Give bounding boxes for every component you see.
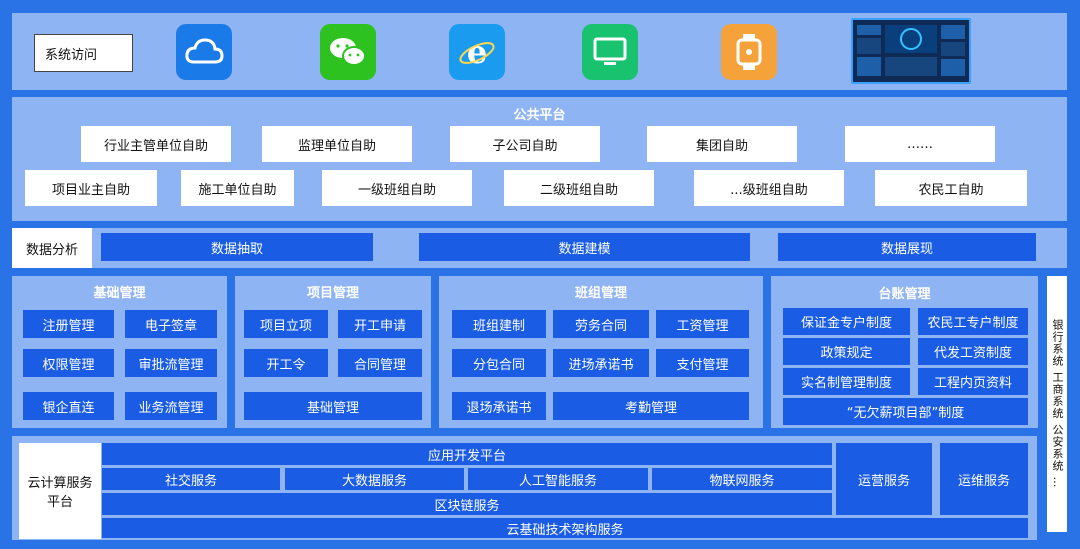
- self-service-item[interactable]: 行业主管单位自助: [81, 126, 231, 162]
- cloud-icon[interactable]: [176, 24, 232, 80]
- module-item[interactable]: 进场承诺书: [553, 349, 649, 377]
- module-item[interactable]: 开工申请: [338, 310, 422, 338]
- maintenance-service[interactable]: 运维服务: [940, 443, 1028, 515]
- cloud-service-item[interactable]: 物联网服务: [652, 468, 832, 490]
- cloud-platform-label: 云计算服务平台: [19, 443, 101, 539]
- module-item[interactable]: 基础管理: [244, 392, 422, 420]
- monitor-icon[interactable]: [582, 24, 638, 80]
- wechat-icon[interactable]: [320, 24, 376, 80]
- module-item[interactable]: 工资管理: [656, 310, 749, 338]
- public-platform-title: 公共平台: [513, 108, 566, 123]
- self-service-item[interactable]: 项目业主自助: [25, 170, 157, 206]
- module-item[interactable]: 权限管理: [23, 349, 114, 377]
- module-item[interactable]: 注册管理: [23, 310, 114, 338]
- self-service-item[interactable]: 施工单位自助: [181, 170, 294, 206]
- module-item[interactable]: 代发工资制度: [918, 338, 1028, 365]
- data-analysis-label: 数据分析: [12, 228, 92, 268]
- module-item[interactable]: 保证金专户制度: [783, 308, 910, 335]
- self-service-item[interactable]: 二级班组自助: [504, 170, 654, 206]
- basic-management-title: 基础管理: [93, 286, 146, 301]
- module-item[interactable]: “无欠薪项目部”制度: [783, 398, 1028, 425]
- self-service-item[interactable]: 子公司自助: [450, 126, 600, 162]
- team-management-title: 班组管理: [574, 286, 627, 301]
- blockchain-service[interactable]: 区块链服务: [102, 493, 832, 515]
- infrastructure-service[interactable]: 云基础技术架构服务: [102, 518, 1028, 538]
- data-presentation-item[interactable]: 数据展现: [778, 233, 1036, 261]
- module-item[interactable]: 支付管理: [656, 349, 749, 377]
- module-item[interactable]: 业务流管理: [125, 392, 217, 420]
- module-item[interactable]: 项目立项: [244, 310, 328, 338]
- external-systems-label: 银行系统 工商系统 公安系统 …: [1047, 276, 1067, 532]
- svg-text:e: e: [467, 33, 487, 71]
- operation-service[interactable]: 运营服务: [836, 443, 932, 515]
- data-extraction-item[interactable]: 数据抽取: [101, 233, 373, 261]
- dashboard-screen-icon[interactable]: [851, 18, 971, 84]
- self-service-item[interactable]: ...级班组自助: [694, 170, 844, 206]
- module-item[interactable]: 考勤管理: [553, 392, 749, 420]
- module-item[interactable]: 退场承诺书: [452, 392, 546, 420]
- self-service-item[interactable]: 监理单位自助: [262, 126, 412, 162]
- module-item[interactable]: 工程内页资料: [918, 368, 1028, 395]
- self-service-item[interactable]: 农民工自助: [875, 170, 1027, 206]
- module-item[interactable]: 农民工专户制度: [918, 308, 1028, 335]
- cloud-service-item[interactable]: 社交服务: [102, 468, 280, 490]
- self-service-item[interactable]: 集团自助: [647, 126, 797, 162]
- project-management-title: 项目管理: [306, 286, 359, 301]
- system-access-label: 系统访问: [34, 34, 133, 72]
- smartwatch-icon[interactable]: [721, 24, 777, 80]
- self-service-item[interactable]: 一级班组自助: [322, 170, 472, 206]
- self-service-item[interactable]: ……: [845, 126, 995, 162]
- cloud-service-item[interactable]: 人工智能服务: [468, 468, 648, 490]
- module-item[interactable]: 劳务合同: [553, 310, 649, 338]
- module-item[interactable]: 分包合同: [452, 349, 546, 377]
- module-item[interactable]: 开工令: [244, 349, 328, 377]
- module-item[interactable]: 政策规定: [783, 338, 910, 365]
- module-item[interactable]: 班组建制: [452, 310, 546, 338]
- module-item[interactable]: 电子签章: [125, 310, 217, 338]
- cloud-service-item[interactable]: 大数据服务: [285, 468, 464, 490]
- data-modeling-item[interactable]: 数据建模: [419, 233, 750, 261]
- module-item[interactable]: 审批流管理: [125, 349, 217, 377]
- ie-browser-icon[interactable]: e: [449, 24, 505, 80]
- ledger-management-title: 台账管理: [878, 287, 931, 302]
- module-item[interactable]: 实名制管理制度: [783, 368, 910, 395]
- module-item[interactable]: 合同管理: [338, 349, 422, 377]
- module-item[interactable]: 银企直连: [23, 392, 114, 420]
- app-dev-platform[interactable]: 应用开发平台: [102, 443, 832, 465]
